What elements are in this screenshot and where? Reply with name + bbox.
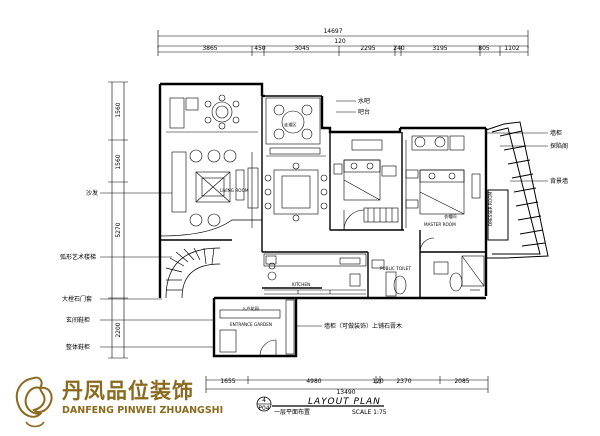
dim-seg-top-5: 240 — [393, 45, 405, 52]
dim-bottom-1: 1655 — [220, 378, 235, 385]
plan-subtitle: 一层平面布置 — [274, 408, 310, 416]
bedroom-master — [405, 135, 481, 228]
left-dimensions — [108, 81, 128, 359]
label-wall-cabinet: 墙柜 — [550, 129, 562, 137]
room-waterbar: 走道区 — [284, 121, 297, 128]
brand-name-cn: 丹凤品位装饰 — [62, 378, 194, 403]
room-master: MASTER ROOM — [424, 222, 456, 227]
room-living: LIVING ROOM — [220, 188, 249, 193]
dim-seg-top-2: 450 — [254, 45, 266, 52]
label-shoe-cabinet: 整体鞋柜 — [66, 343, 90, 351]
label-water-bar: 水吧 — [358, 97, 370, 105]
dim-mid-top: 120 — [334, 38, 346, 45]
dim-bottom-3: 120 — [372, 378, 384, 385]
plan-number: 4 — [262, 397, 266, 404]
label-sofa-wall: 沙发 — [86, 189, 98, 197]
label-entrance-door: 大樘石门套 — [62, 295, 92, 303]
callout-leaders — [100, 100, 548, 348]
room-garden-top: 入户花园 — [242, 305, 259, 312]
label-back-wall: 背景墙 — [550, 177, 568, 185]
dim-seg-top-1: 3865 — [202, 45, 217, 52]
dim-overall-top: 14697 — [323, 28, 342, 35]
interior-walls — [160, 95, 486, 298]
bottom-dimensions — [205, 376, 489, 393]
dim-seg-top-3: 3045 — [294, 45, 309, 52]
plan-scale: SCALE 1:75 — [352, 409, 387, 416]
room-dresser: DRESSER ROOM — [488, 192, 493, 226]
label-arc-stair: 弧形艺术楼梯 — [60, 253, 96, 261]
label-bar-counter: 吧台 — [358, 108, 370, 116]
plan-title-block — [256, 396, 384, 412]
dim-left-4: 2200 — [115, 322, 122, 337]
label-cloakroom: 玄间鞋柜 — [66, 316, 90, 324]
brand-logo-icon — [15, 376, 53, 428]
bay-window-right — [485, 121, 549, 259]
brand-name-en: DANFENG PINWEI ZHUANGSHI — [62, 405, 223, 416]
dim-bottom-2: 4980 — [306, 378, 321, 385]
plan-title: LAYOUT PLAN — [308, 397, 381, 407]
exterior-walls — [158, 82, 488, 358]
kitchen — [263, 253, 367, 295]
room-kitchen: KITCHEN — [292, 282, 310, 287]
dim-left-2: 1560 — [115, 154, 122, 169]
toilets — [371, 237, 485, 297]
dim-left-3: 5270 — [115, 222, 122, 237]
room-toilet: PUBLIC TOILET — [380, 266, 411, 271]
room-closet: 衣帽间 — [444, 213, 457, 220]
dim-seg-top-6: 3195 — [432, 45, 447, 52]
dim-seg-top-7: 805 — [478, 45, 490, 52]
label-ceiling-note: 墙柜（可做装饰）上铺石膏木 — [324, 322, 402, 330]
water-bar — [265, 97, 321, 155]
living-furniture — [166, 94, 259, 228]
plan-sheet: P04 — [258, 405, 269, 412]
dining-table — [264, 155, 328, 222]
room-garden: ENTRANCE GARDEN — [230, 322, 272, 327]
top-dimensions — [157, 30, 529, 56]
dim-bottom-5: 2085 — [454, 378, 469, 385]
entrance-garden — [219, 299, 295, 357]
dim-seg-top-8: 1102 — [504, 45, 519, 52]
dim-seg-top-4: 2295 — [360, 45, 375, 52]
bedroom-left — [333, 139, 399, 231]
dim-left-1: 1560 — [115, 102, 122, 117]
dim-bottom-overall: 13490 — [336, 389, 355, 396]
arc-staircase — [159, 219, 262, 299]
dim-bottom-4: 2370 — [396, 378, 411, 385]
label-bay-window: 探陷阁 — [550, 142, 568, 150]
